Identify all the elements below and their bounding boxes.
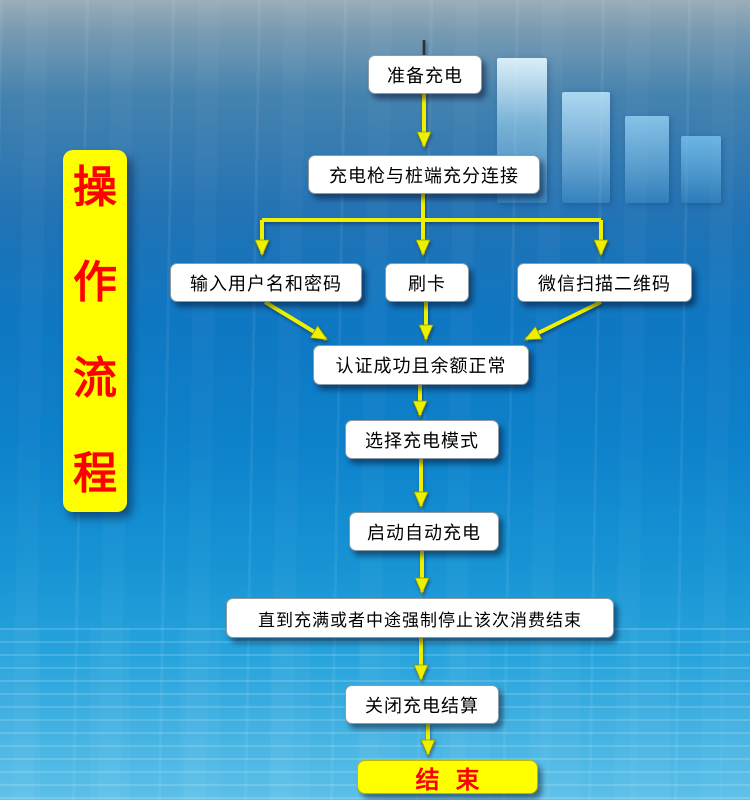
- arrow-login-to-auth: [263, 300, 329, 341]
- title-char: 流: [73, 353, 117, 403]
- decor-chart-bar: [625, 116, 669, 203]
- decor-chart-bar: [681, 136, 721, 203]
- decor-chart-bar: [562, 92, 610, 203]
- node-swipe-card: 刷卡: [385, 263, 469, 302]
- arrow-wechat-to-auth: [523, 300, 602, 341]
- title-char: 程: [73, 448, 117, 498]
- node-until-full-or-stop: 直到充满或者中途强制停止该次消费结束: [226, 598, 614, 638]
- node-auth-success-balance: 认证成功且余额正常: [313, 345, 529, 385]
- node-gun-connect: 充电枪与桩端充分连接: [308, 155, 540, 194]
- node-select-charge-mode: 选择充电模式: [345, 420, 499, 459]
- node-start-auto-charging: 启动自动充电: [349, 512, 499, 551]
- node-end: 结束: [357, 760, 538, 794]
- node-wechat-scan-qr: 微信扫描二维码: [517, 263, 692, 302]
- title-char: 操: [73, 163, 117, 212]
- node-close-charge-settlement: 关闭充电结算: [345, 685, 499, 724]
- node-prepare-charging: 准备充电: [368, 55, 482, 94]
- vertical-title-operation-process: 操 作 流 程: [63, 150, 127, 512]
- node-enter-username-password: 输入用户名和密码: [170, 263, 362, 302]
- title-char: 作: [73, 258, 117, 308]
